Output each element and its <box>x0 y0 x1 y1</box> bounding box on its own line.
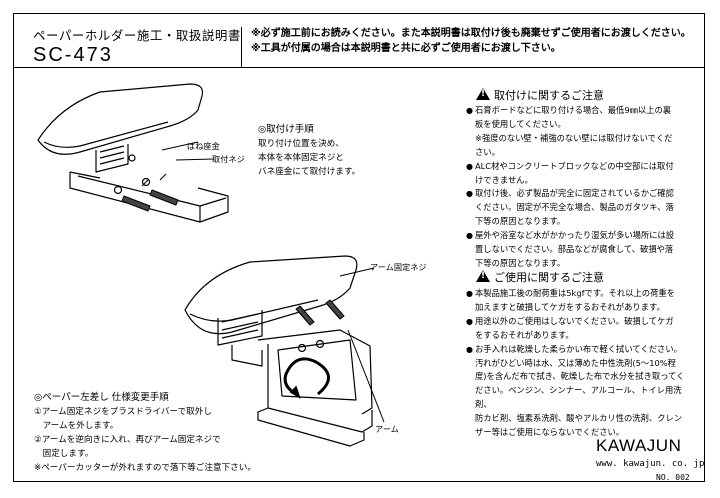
install-procedure-line: バネ座金にて取付けます。 <box>258 167 361 177</box>
spring-washer-label: ばね座金 <box>187 141 220 151</box>
left-spec-note: ※ペーパーカッターが外れますので落下等ご注意下さい。 <box>34 463 256 473</box>
arm-screw-label: アーム固定ネジ <box>370 262 427 272</box>
header-divider <box>13 67 705 68</box>
list-item: ● 本製品施工後の耐荷重は5kgfです。それ以上の荷重を加えますと破損してケガを… <box>466 288 675 312</box>
list-item: ● 用途以外のご使用はしないでください。破損してケガをするおそれがあります。 <box>466 315 674 340</box>
list-item: ● ALC材やコンクリートブロックなどの中空部には取付けできません。 <box>466 160 674 185</box>
left-spec-heading: ◎ペーパー左差し 仕様変更手順 <box>34 392 169 403</box>
arm-label: アーム <box>375 424 399 434</box>
list-item: ● 石膏ボードなどに取り付ける場合、最低9㎜以上の裏板を使用してください。※強度… <box>466 105 673 157</box>
list-item: ● 屋外や浴室など水がかかったり湿気が多い場所には設置しないでください。部品など… <box>466 230 675 268</box>
install-procedure-heading: ◎取付け手順 <box>258 124 314 135</box>
header-notice-1: ※必ず施工前にお読みください。また本説明書は取付け後も廃棄せずご使用者にお渡しく… <box>251 28 691 39</box>
left-spec-step: ①アーム固定ネジをプラスドライバーで取外し <box>34 407 212 417</box>
holder-illustration-top <box>37 83 229 223</box>
header-separator <box>241 27 242 67</box>
left-spec-step: ②アームを逆向きに入れ、再びアーム固定ネジで <box>34 435 221 445</box>
website-url[interactable]: www. kawajun. co. jp <box>596 459 705 469</box>
usage-cautions-heading: ご使用に関するご注意 <box>476 270 604 283</box>
warning-icon <box>476 88 490 100</box>
usage-cautions-list: ● 本製品施工後の耐荷重は5kgfです。それ以上の荷重を加えますと破損してケガを… <box>466 287 698 440</box>
model-number: SC-473 <box>33 44 113 66</box>
list-item: ● お手入れは乾燥した柔らかい布で軽く拭いてください。汚れがひどい時は水、又は薄… <box>466 343 685 438</box>
arm-screws <box>295 267 385 423</box>
left-spec-step: 固定します。 <box>34 449 94 459</box>
install-cautions-heading: 取付けに関するご注意 <box>476 88 604 101</box>
page-frame <box>13 13 705 482</box>
install-procedure-line: 取り付け位置を決め、 <box>258 139 344 149</box>
mount-screws-top <box>121 141 215 212</box>
holder-illustration-bottom <box>184 255 373 447</box>
document-number: NO. 002 <box>656 473 690 482</box>
warning-icon <box>476 270 490 282</box>
header-notice-2: ※工具が付属の場合は本説明書と共に必ずご使用者にお渡し下さい。 <box>251 43 561 54</box>
mount-screw-label: 取付ネジ <box>212 154 245 164</box>
brand-logo: KAWAJUN <box>596 436 682 455</box>
left-spec-step: アームを外します。 <box>34 421 119 431</box>
install-procedure-line: 本体を本体固定ネジと <box>258 153 344 163</box>
document-title: ペーパーホルダー施工・取扱説明書 <box>33 28 241 43</box>
list-item: ● 取付け後、必ず製品が完全に固定されているかご確認ください。固定が不完全な場合… <box>466 188 674 227</box>
install-cautions-list: ● 石膏ボードなどに取り付ける場合、最低9㎜以上の裏板を使用してください。※強度… <box>466 104 698 271</box>
